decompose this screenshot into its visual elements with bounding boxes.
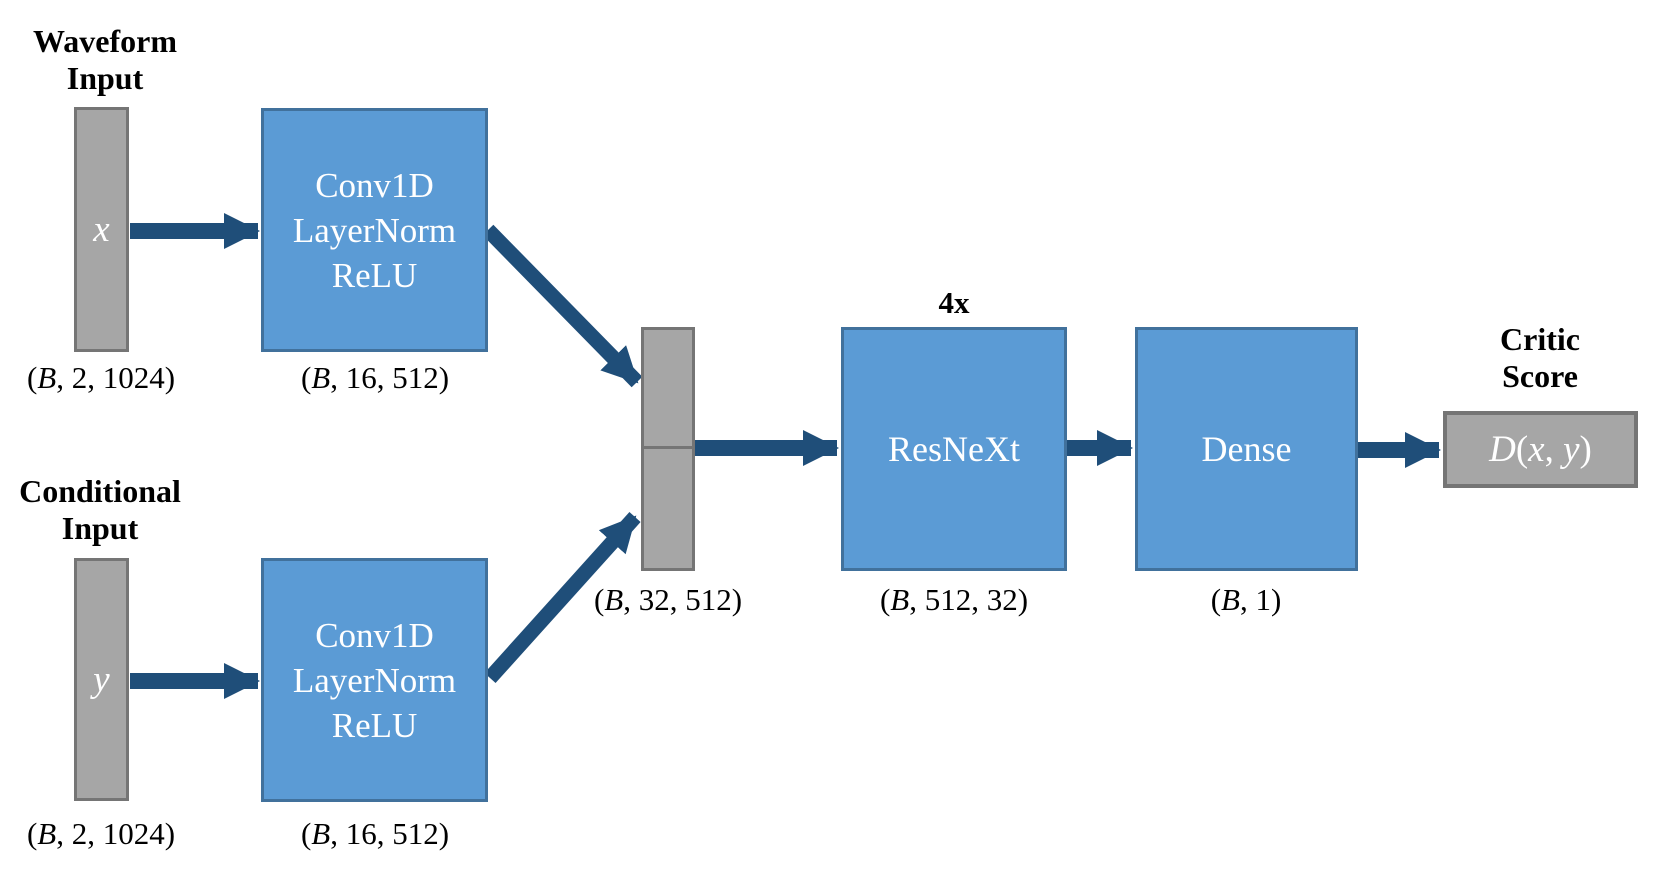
conv1d-block-bottom: Conv1D LayerNorm ReLU — [261, 558, 488, 802]
resnext-shape-label: (B, 512, 32) — [879, 582, 1029, 617]
conv1d-top-line2: LayerNorm — [292, 210, 457, 250]
conv1d-block-top: Conv1D LayerNorm ReLU — [261, 108, 488, 352]
conv1d-top-shape-label: (B, 16, 512) — [300, 360, 450, 395]
concat-divider — [644, 330, 692, 449]
critic-score-output-box: D(x, y) — [1443, 411, 1638, 488]
waveform-input-title-line1: Waveform — [33, 23, 177, 59]
resnext-block: ResNeXt — [841, 327, 1067, 571]
concat-tensor — [641, 327, 695, 571]
conditional-input-tensor: y — [74, 558, 129, 801]
waveform-input-title-line2: Input — [66, 60, 144, 96]
conv1d-bottom-line2: LayerNorm — [292, 660, 457, 700]
conv1d-bottom-shape-label: (B, 16, 512) — [300, 816, 450, 851]
critic-score-title: Critic Score — [1465, 321, 1615, 395]
critic-score-title-line2: Score — [1502, 358, 1578, 394]
resnext-repeat-label: 4x — [938, 285, 970, 320]
conv1d-top-line1: Conv1D — [315, 165, 434, 205]
conditional-var-label: y — [93, 659, 110, 700]
conditional-input-title-line2: Input — [61, 510, 139, 546]
conv1d-bottom-line1: Conv1D — [315, 615, 434, 655]
dense-shape-label: (B, 1) — [1210, 582, 1282, 617]
arrow-conv1d-bottom-to-concat — [484, 511, 641, 684]
arrow-conv1d-top-to-concat — [482, 224, 643, 388]
dense-label: Dense — [1201, 429, 1292, 469]
conv1d-bottom-line3: ReLU — [331, 705, 418, 745]
concat-shape-label: (B, 32, 512) — [593, 582, 743, 617]
waveform-input-title: Waveform Input — [15, 23, 195, 97]
dense-block: Dense — [1135, 327, 1358, 571]
critic-score-title-line1: Critic — [1500, 321, 1580, 357]
conditional-input-title-line1: Conditional — [19, 473, 181, 509]
conv1d-top-line3: ReLU — [331, 255, 418, 295]
waveform-shape-label: (B, 2, 1024) — [26, 360, 176, 395]
critic-score-value: D(x, y) — [1489, 429, 1592, 470]
resnext-label: ResNeXt — [888, 429, 1020, 469]
waveform-var-label: x — [93, 209, 110, 250]
waveform-input-tensor: x — [74, 107, 129, 352]
conditional-shape-label: (B, 2, 1024) — [26, 816, 176, 851]
conditional-input-title: Conditional Input — [10, 473, 190, 547]
